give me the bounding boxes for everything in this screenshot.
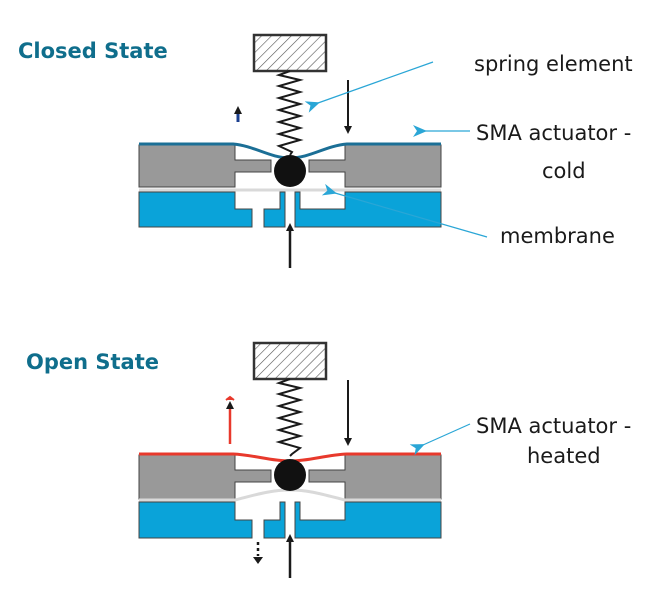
fixed-anchor-block	[252, 33, 328, 73]
sma-lift-arrowhead	[225, 395, 235, 401]
open-state-panel: Open State SMA actuator - heated	[26, 341, 631, 578]
closed-state-panel: Closed State spring element SMA actuator…	[18, 33, 633, 268]
outflow-arrowhead	[253, 557, 263, 564]
sma-cold-label-line1: SMA actuator -	[476, 121, 631, 145]
valve-ball	[274, 155, 306, 187]
fluid-channel-right	[294, 191, 442, 228]
spring-coil	[275, 70, 304, 156]
fluid-channel-mid	[263, 191, 286, 228]
spring-coil	[275, 378, 304, 457]
housing-upper-right	[308, 454, 442, 500]
open-state-title: Open State	[26, 350, 159, 374]
sma-heated-label-line2: heated	[527, 444, 601, 468]
housing-upper-left	[138, 144, 272, 188]
housing-upper-left	[138, 454, 272, 500]
spring-leader-line	[304, 61, 434, 113]
fluid-channel-right	[294, 501, 442, 539]
sma-cold-label-line2: cold	[542, 159, 586, 183]
fluid-channel-mid	[263, 501, 286, 539]
membrane-label: membrane	[500, 224, 615, 248]
spring-element-label: spring element	[474, 52, 633, 76]
fluid-channel-left	[138, 191, 253, 228]
membrane-leader-line	[321, 183, 488, 238]
sma-heated-leader-line	[409, 423, 471, 456]
fixed-anchor-block	[252, 341, 328, 381]
fluid-channel-left	[138, 501, 253, 539]
sma-heated-label-line1: SMA actuator -	[476, 414, 631, 438]
housing-upper-right	[308, 144, 442, 188]
valve-ball	[274, 459, 306, 491]
closed-state-title: Closed State	[18, 39, 168, 63]
